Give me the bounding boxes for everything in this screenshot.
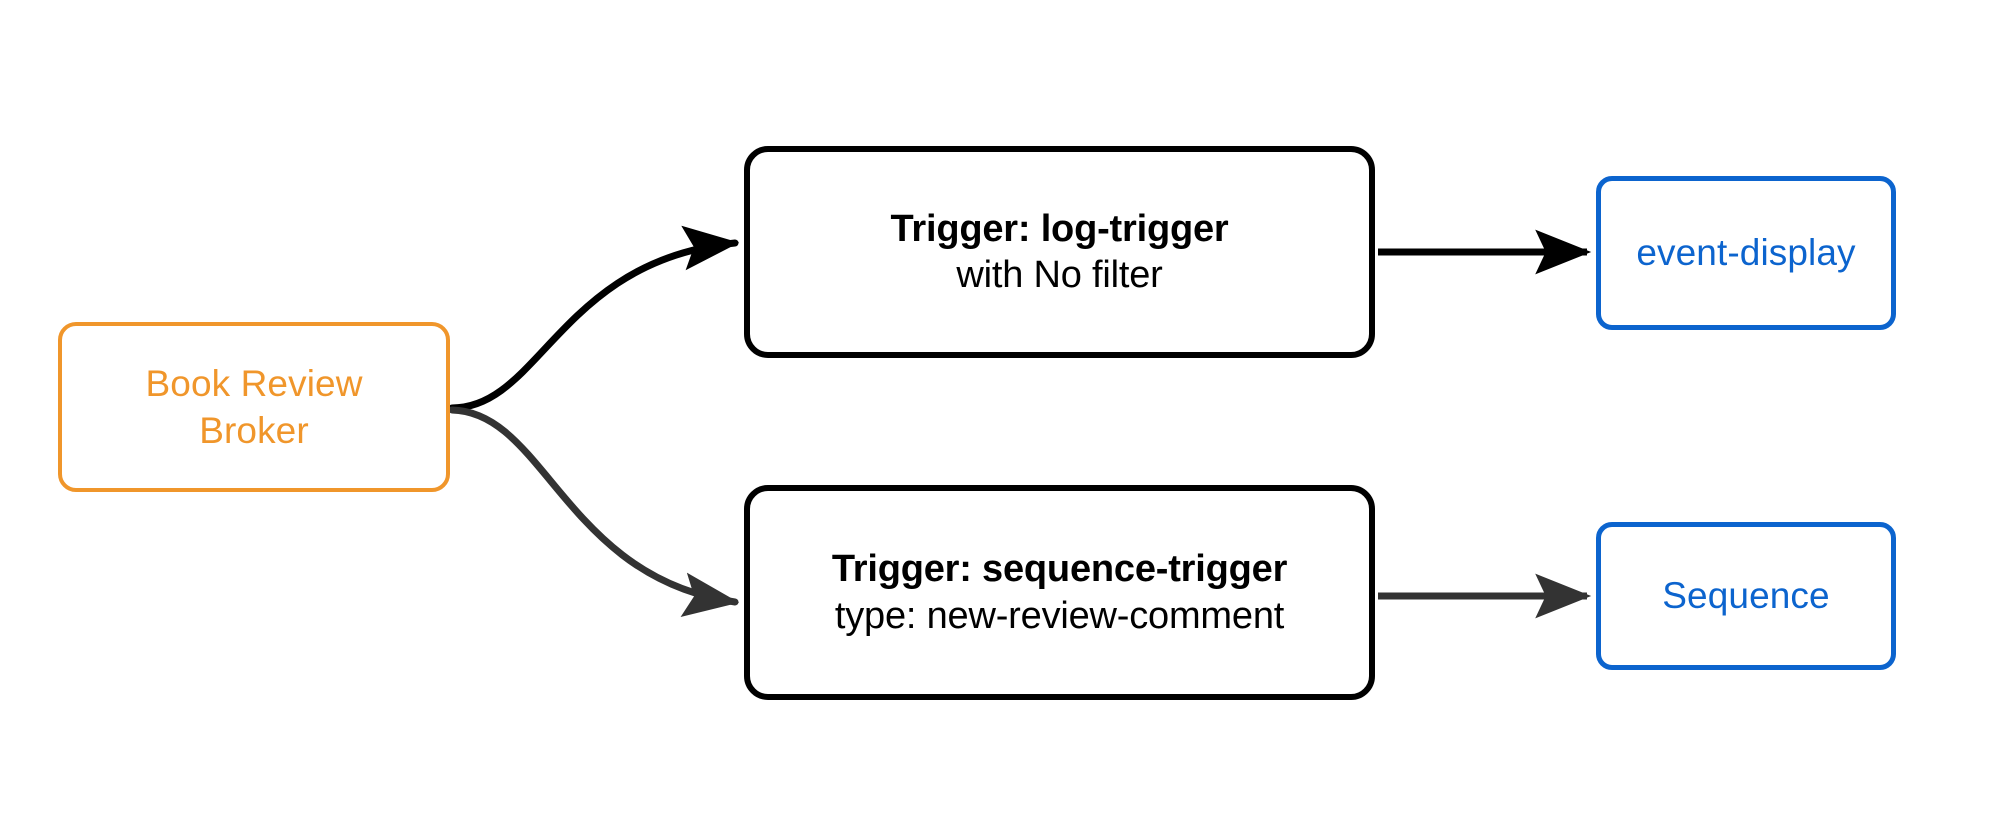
node-event-display[interactable]: event-display	[1596, 176, 1896, 330]
trigger-log-title: Trigger: log-trigger	[890, 207, 1229, 250]
event-display-label: event-display	[1636, 231, 1856, 273]
trigger-sequence-subtitle: type: new-review-comment	[834, 594, 1285, 637]
edge-broker-to-log	[448, 225, 740, 412]
sequence-label: Sequence	[1662, 574, 1830, 616]
node-trigger-sequence-trigger[interactable]: Trigger: sequence-trigger type: new-revi…	[744, 485, 1375, 700]
node-trigger-log-trigger[interactable]: Trigger: log-trigger with No filter	[744, 146, 1375, 358]
broker-label-line-2: Broker	[199, 410, 309, 451]
edge-broker-to-sequence	[448, 406, 740, 617]
node-book-review-broker[interactable]: Book Review Broker	[58, 322, 450, 492]
trigger-log-subtitle: with No filter	[956, 254, 1163, 296]
broker-label-line-1: Book Review	[145, 362, 363, 404]
trigger-sequence-title: Trigger: sequence-trigger	[831, 548, 1288, 591]
node-sequence[interactable]: Sequence	[1596, 522, 1896, 670]
